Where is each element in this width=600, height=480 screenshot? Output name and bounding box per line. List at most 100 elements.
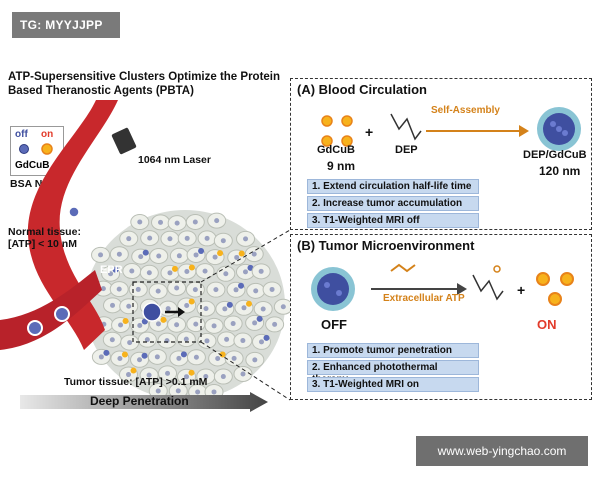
- cell-nucleus: [126, 303, 132, 309]
- epr-label: EPR: [100, 264, 123, 276]
- cell-nucleus: [156, 253, 162, 259]
- cell-nucleus: [280, 304, 286, 310]
- nanoparticle: [245, 300, 252, 307]
- cell-nucleus: [253, 288, 259, 294]
- cell-nucleus: [175, 388, 181, 394]
- panel-a-plus: +: [365, 124, 373, 140]
- nanoparticle: [130, 367, 137, 374]
- cell-nucleus: [234, 254, 240, 260]
- dep-molecule-icon: [390, 113, 422, 141]
- nanoparticle: [188, 264, 195, 271]
- zoom-cluster-icon: [142, 302, 162, 322]
- nanoparticle: [141, 352, 148, 359]
- nanoparticle: [112, 266, 119, 273]
- cell-nucleus: [116, 286, 122, 292]
- cell-nucleus: [176, 253, 182, 259]
- website-watermark: www.web-yingchao.com: [416, 436, 588, 466]
- panel-b-item-2: 2. Enhanced photothermal therapy: [307, 360, 479, 385]
- cell-nucleus: [129, 268, 135, 274]
- panel-b-scheme: +: [311, 263, 574, 311]
- self-assembly-label: Self-Assembly: [431, 105, 500, 116]
- cell-nucleus: [100, 286, 106, 292]
- off-label: OFF: [321, 317, 347, 332]
- self-assembly-arrowhead-icon: [519, 125, 529, 137]
- title-line-2: Based Theranostic Agents (PBTA): [8, 85, 194, 97]
- nanoparticle: [198, 247, 205, 254]
- cell-nucleus: [165, 370, 171, 376]
- cell-nucleus: [193, 252, 199, 258]
- cell-nucleus: [167, 270, 173, 276]
- deep-penetration-arrow: Deep Penetration: [20, 392, 270, 412]
- cell-nucleus: [137, 219, 143, 225]
- nanoparticle: [142, 249, 149, 256]
- tumor-illustration: [0, 100, 290, 401]
- cell-nucleus: [184, 235, 190, 241]
- cell-nucleus: [223, 271, 229, 277]
- cell-nucleus: [174, 220, 180, 226]
- cell-nucleus: [174, 285, 180, 291]
- cell-nucleus: [184, 269, 190, 275]
- cell-nucleus: [269, 286, 275, 292]
- cell-nucleus: [158, 219, 164, 225]
- cell-nucleus: [193, 354, 199, 360]
- cell-nucleus: [117, 356, 123, 362]
- cell-nucleus: [155, 288, 161, 294]
- cell-nucleus: [230, 321, 236, 327]
- panel-a-title: (A) Blood Circulation: [297, 82, 427, 97]
- cell-nucleus: [203, 306, 209, 312]
- nanoparticle: [160, 316, 167, 323]
- cell-nucleus: [215, 355, 221, 361]
- nanoparticle: [226, 301, 233, 308]
- nanoparticle: [180, 351, 187, 358]
- cell-nucleus: [165, 306, 171, 312]
- on-particles-icon: [536, 272, 574, 306]
- cell-nucleus: [154, 354, 160, 360]
- dep-atp-bound-icon: [493, 265, 501, 273]
- nanoparticle: [171, 265, 178, 272]
- cell-nucleus: [212, 254, 218, 260]
- cell-nucleus: [243, 236, 249, 242]
- cell-nucleus: [138, 254, 144, 260]
- cell-nucleus: [214, 218, 220, 224]
- panel-b-title: (B) Tumor Microenvironment: [297, 238, 475, 253]
- dep-gdcub-cluster-icon: [537, 107, 581, 151]
- cell-nucleus: [259, 339, 265, 345]
- atp-arrowhead-icon: [457, 283, 467, 295]
- cell-nucleus: [251, 251, 257, 257]
- off-cluster-icon: [311, 267, 355, 311]
- cell-nucleus: [167, 236, 173, 242]
- cell-nucleus: [231, 355, 237, 361]
- cell-nucleus: [184, 302, 190, 308]
- blood-vessel-branch: [0, 270, 102, 350]
- cell-nucleus: [272, 321, 278, 327]
- legend-off-label: off: [15, 129, 28, 140]
- tumor-tissue-label: Tumor tissue: [ATP] >0.1 mM: [64, 376, 208, 388]
- cell-nucleus: [252, 357, 258, 363]
- cell-nucleus: [146, 372, 152, 378]
- cell-nucleus: [155, 388, 161, 394]
- cell-nucleus: [224, 336, 230, 342]
- cell-nucleus: [155, 321, 161, 327]
- cell-nucleus: [144, 337, 150, 343]
- laser-label: 1064 nm Laser: [138, 154, 211, 166]
- atp-molecule-icon: [390, 263, 416, 273]
- nanoparticle: [188, 298, 195, 305]
- cell-nucleus: [260, 306, 266, 312]
- gradient-arrow-icon: [20, 392, 268, 412]
- cell-nucleus: [110, 302, 116, 308]
- panel-a-item-1: 1. Extend circulation half-life time: [307, 179, 479, 194]
- cell-nucleus: [146, 270, 152, 276]
- cell-nucleus: [258, 268, 264, 274]
- normal-tissue-label-1: Normal tissue:: [8, 226, 81, 238]
- panel-a-item-2: 2. Increase tumor accumulation: [307, 196, 479, 211]
- panel-tumor-microenvironment: (B) Tumor Microenvironment + Extracellul…: [290, 234, 592, 400]
- cell-nucleus: [220, 238, 226, 244]
- cell-nucleus: [116, 251, 122, 257]
- panel-b-item-1: 1. Promote tumor penetration: [307, 343, 479, 358]
- panel-b-plus: +: [517, 282, 525, 298]
- cell-nucleus: [174, 322, 180, 328]
- zoom-arrowhead-icon: [178, 307, 185, 317]
- cell-nucleus: [118, 322, 124, 328]
- nanoparticle: [263, 334, 270, 341]
- nanoparticle: [188, 369, 195, 376]
